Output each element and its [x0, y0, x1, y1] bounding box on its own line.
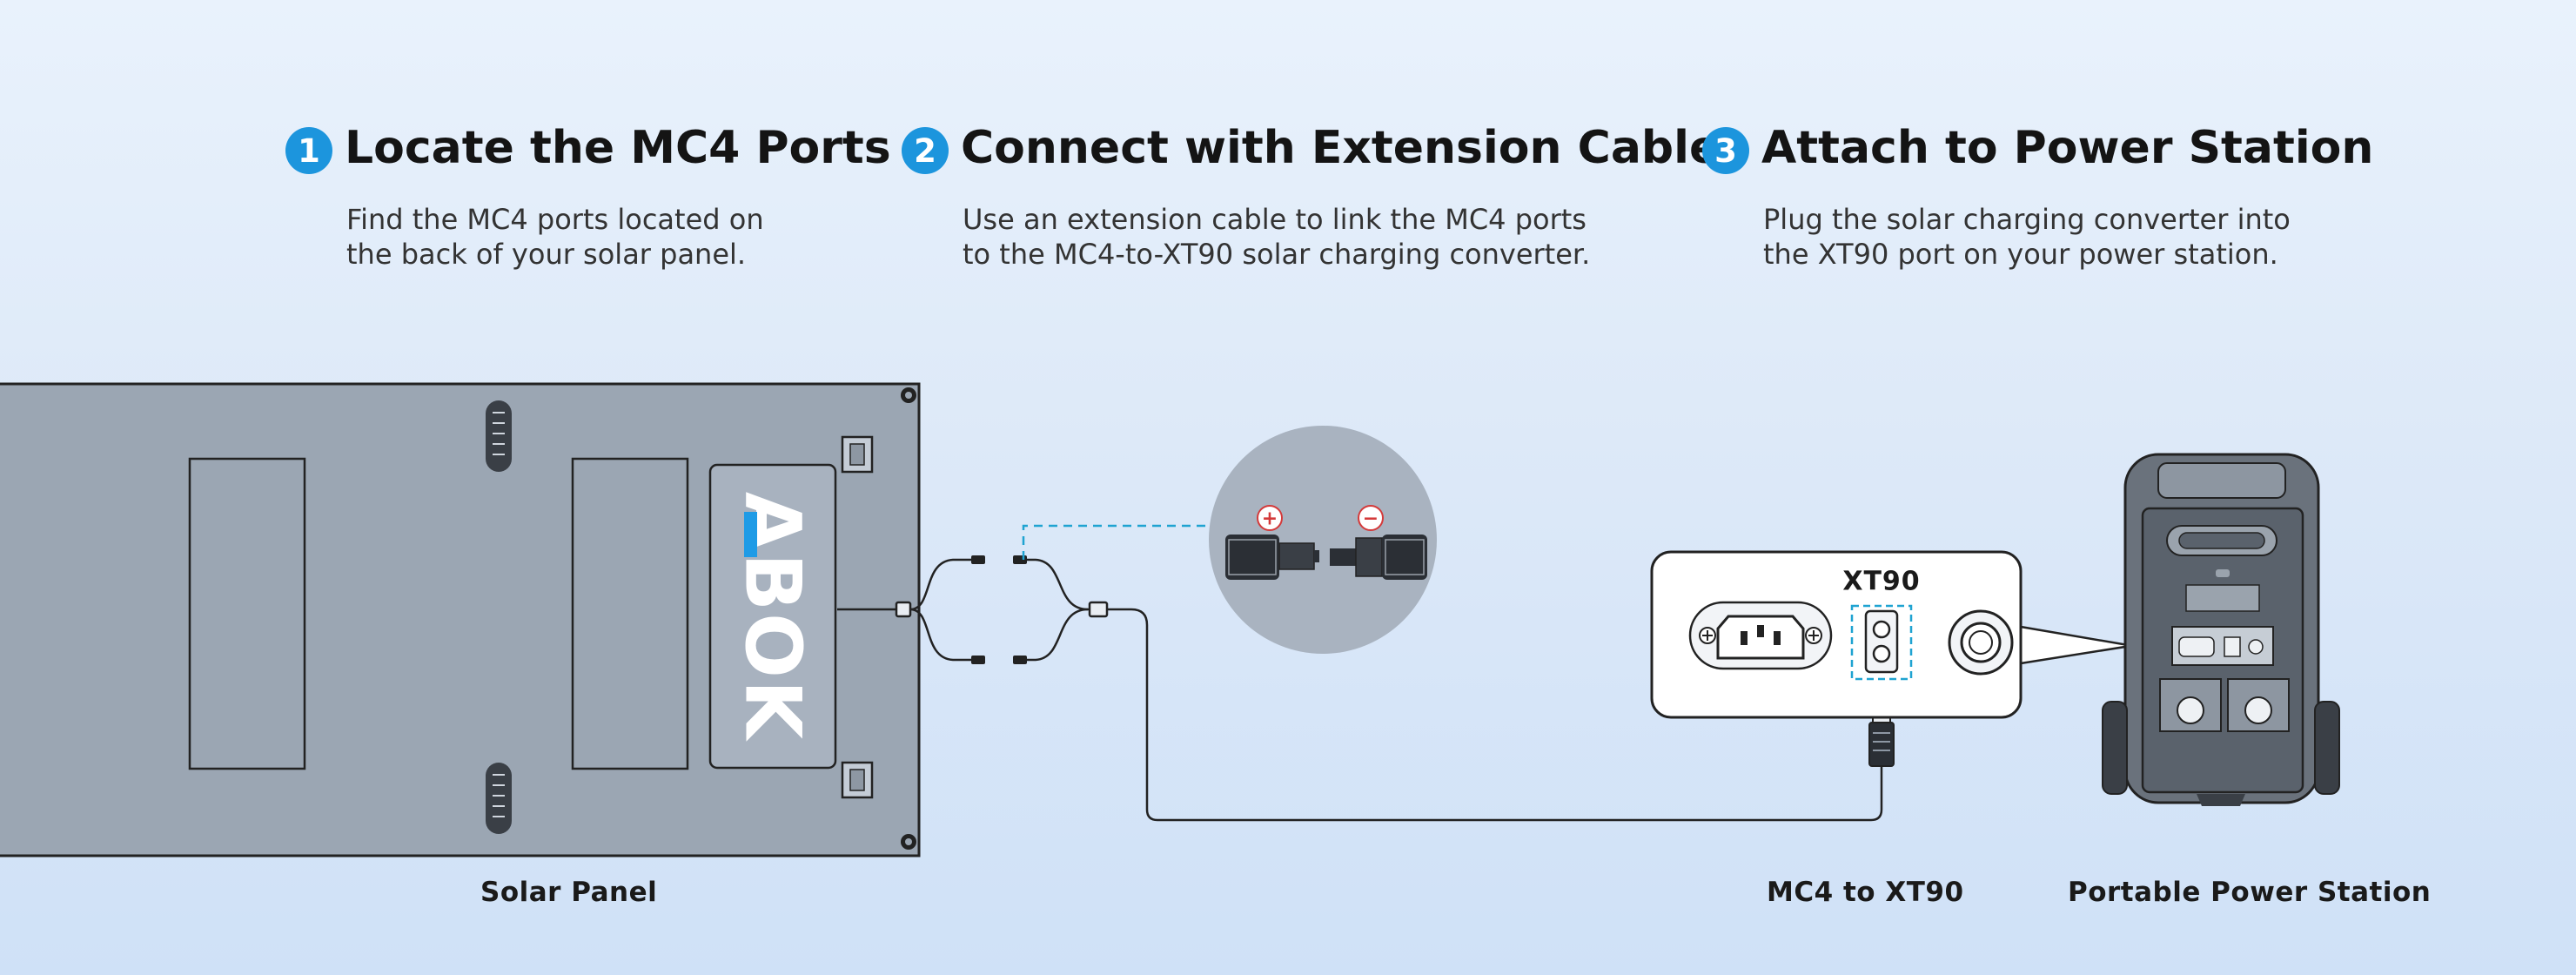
step-3-title: Attach to Power Station	[1761, 122, 2374, 174]
step-2-number-badge: 2	[902, 127, 949, 174]
power-station-foot	[2197, 794, 2245, 806]
abok-logo: ABOK	[728, 492, 818, 742]
step-1-description-line-2: the back of your solar panel.	[346, 238, 747, 271]
power-station-display	[2185, 584, 2260, 612]
power-station-label: Portable Power Station	[2068, 877, 2432, 908]
port-panel-box	[1650, 550, 2023, 719]
port-panel-callout: XT90	[1650, 550, 2165, 719]
solar-panel: ABOK	[0, 382, 921, 857]
mc4-positive-connector	[1225, 535, 1319, 580]
panel-mc4-leads	[837, 558, 1883, 822]
solar-panel-junction-slot-left	[188, 457, 306, 770]
xt90-port-label: XT90	[1842, 567, 1920, 597]
round-dc-port	[1948, 609, 2014, 676]
step-2-description: Use an extension cable to link the MC4 p…	[963, 202, 1590, 272]
abok-logo-accent	[744, 512, 757, 557]
negative-symbol: −	[1363, 508, 1379, 530]
xt90-port	[1850, 604, 1913, 681]
mc4-callout-line	[1022, 524, 1206, 560]
negative-symbol-badge: −	[1358, 505, 1384, 531]
power-station-handle	[2157, 462, 2286, 499]
step-3-description: Plug the solar charging converter into t…	[1763, 202, 2291, 272]
ac-inlet-port	[1688, 601, 1833, 670]
step-3-number-badge: 3	[1702, 127, 1749, 174]
xt90-port-highlight	[1850, 604, 1913, 681]
mc4-to-xt90-label: MC4 to XT90	[1767, 877, 1964, 908]
step-2-description-line-1: Use an extension cable to link the MC4 p…	[963, 203, 1587, 236]
power-station-wheel-right	[2314, 701, 2340, 795]
step-2-title: Connect with Extension Cable	[961, 122, 1721, 174]
portable-power-station	[2102, 453, 2340, 806]
solar-panel-handle-top	[486, 400, 512, 472]
positive-symbol-badge: +	[1257, 505, 1283, 531]
mc4-negative-connector	[1330, 535, 1427, 580]
solar-panel-bracket-top	[841, 435, 874, 474]
step-1-number-badge: 1	[285, 127, 332, 174]
mc4-zoom-circle	[1209, 426, 1437, 654]
step-2-description-line-2: to the MC4-to-XT90 solar charging conver…	[963, 238, 1591, 271]
solar-panel-junction-slot-middle	[571, 457, 689, 770]
step-3-description-line-1: Plug the solar charging converter into	[1763, 203, 2291, 236]
mc4-connectors-small	[895, 555, 1109, 664]
positive-symbol: +	[1262, 508, 1278, 530]
power-station-wheel-left	[2102, 701, 2128, 795]
step-1-description: Find the MC4 ports located on the back o…	[346, 202, 764, 272]
solar-panel-bracket-bottom	[841, 761, 874, 799]
power-station-indicator	[2216, 569, 2230, 577]
solar-panel-label: Solar Panel	[480, 877, 658, 908]
step-1-description-line-1: Find the MC4 ports located on	[346, 203, 764, 236]
step-3-description-line-2: the XT90 port on your power station.	[1763, 238, 2278, 271]
step-1-title: Locate the MC4 Ports	[345, 122, 891, 174]
solar-panel-logo-plate	[708, 463, 837, 770]
solar-panel-handle-bottom	[486, 763, 512, 834]
